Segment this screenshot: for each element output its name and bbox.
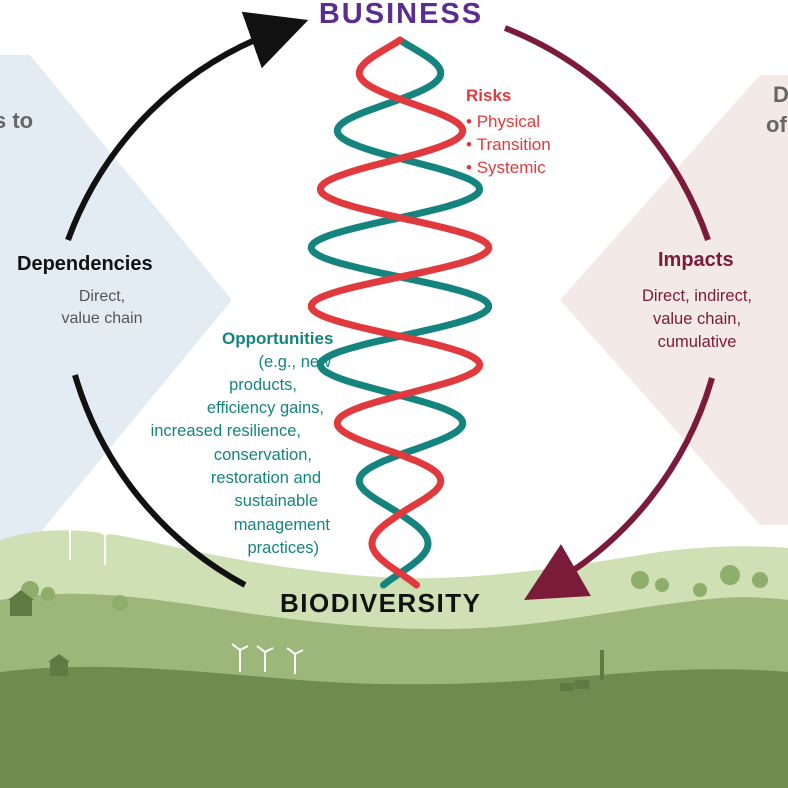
opportunities-line: products, (229, 376, 297, 394)
business-label: BUSINESS (318, 0, 484, 30)
impacts-description: Direct, indirect, value chain, cumulativ… (622, 285, 772, 354)
helix-strand-teal (307, 36, 493, 589)
opportunities-line: management (233, 516, 330, 534)
biodiversity-label: BIODIVERSITY (280, 588, 482, 618)
opportunities-title: Opportunities (222, 329, 334, 348)
opportunities-line: sustainable (234, 492, 318, 510)
impacts-line: Direct, indirect, (641, 287, 753, 305)
right-panel-background (560, 75, 788, 525)
left-panel-background (0, 55, 232, 545)
landscape-near-hills (0, 666, 788, 788)
double-helix (307, 36, 493, 589)
opportunities-line: conservation, (213, 446, 312, 464)
right-panel-partial-text-1: D (773, 82, 788, 107)
farm-buildings-icon (8, 590, 604, 691)
right-panel-partial-text-2: of (766, 112, 787, 137)
risks-title: Risks (466, 86, 512, 105)
risk-item: Systemic (466, 156, 551, 179)
opportunities-line: increased resilience, (150, 422, 301, 440)
impacts-line: value chain, (652, 310, 742, 328)
opportunities-line: (e.g., new (258, 353, 331, 371)
impacts-title: Impacts (658, 249, 734, 271)
dependencies-description: Direct, value chain (14, 286, 190, 330)
dependencies-arrow-upper (65, 11, 309, 242)
dependencies-line: value chain (61, 310, 143, 327)
dependencies-title: Dependencies (17, 253, 153, 275)
impacts-arrow-upper (503, 25, 711, 241)
tree-line-icon (21, 565, 768, 611)
dependencies-line: Direct, (78, 288, 126, 305)
opportunities-line: restoration and (210, 469, 321, 487)
opportunities-line: efficiency gains, (206, 399, 324, 417)
landscape-background (0, 517, 788, 788)
impacts-arrow-lower (523, 377, 715, 600)
helix-strand-red (307, 36, 493, 589)
left-panel-partial-text: s to (0, 108, 34, 133)
risk-item: Transition (466, 133, 551, 156)
risk-item: Physical (466, 110, 551, 133)
wind-turbine-icon (59, 517, 304, 674)
dependencies-arrow-lower (72, 374, 247, 588)
risks-list: Physical Transition Systemic (466, 110, 551, 179)
impacts-line: cumulative (657, 333, 737, 351)
opportunities-line: practices) (247, 539, 319, 557)
